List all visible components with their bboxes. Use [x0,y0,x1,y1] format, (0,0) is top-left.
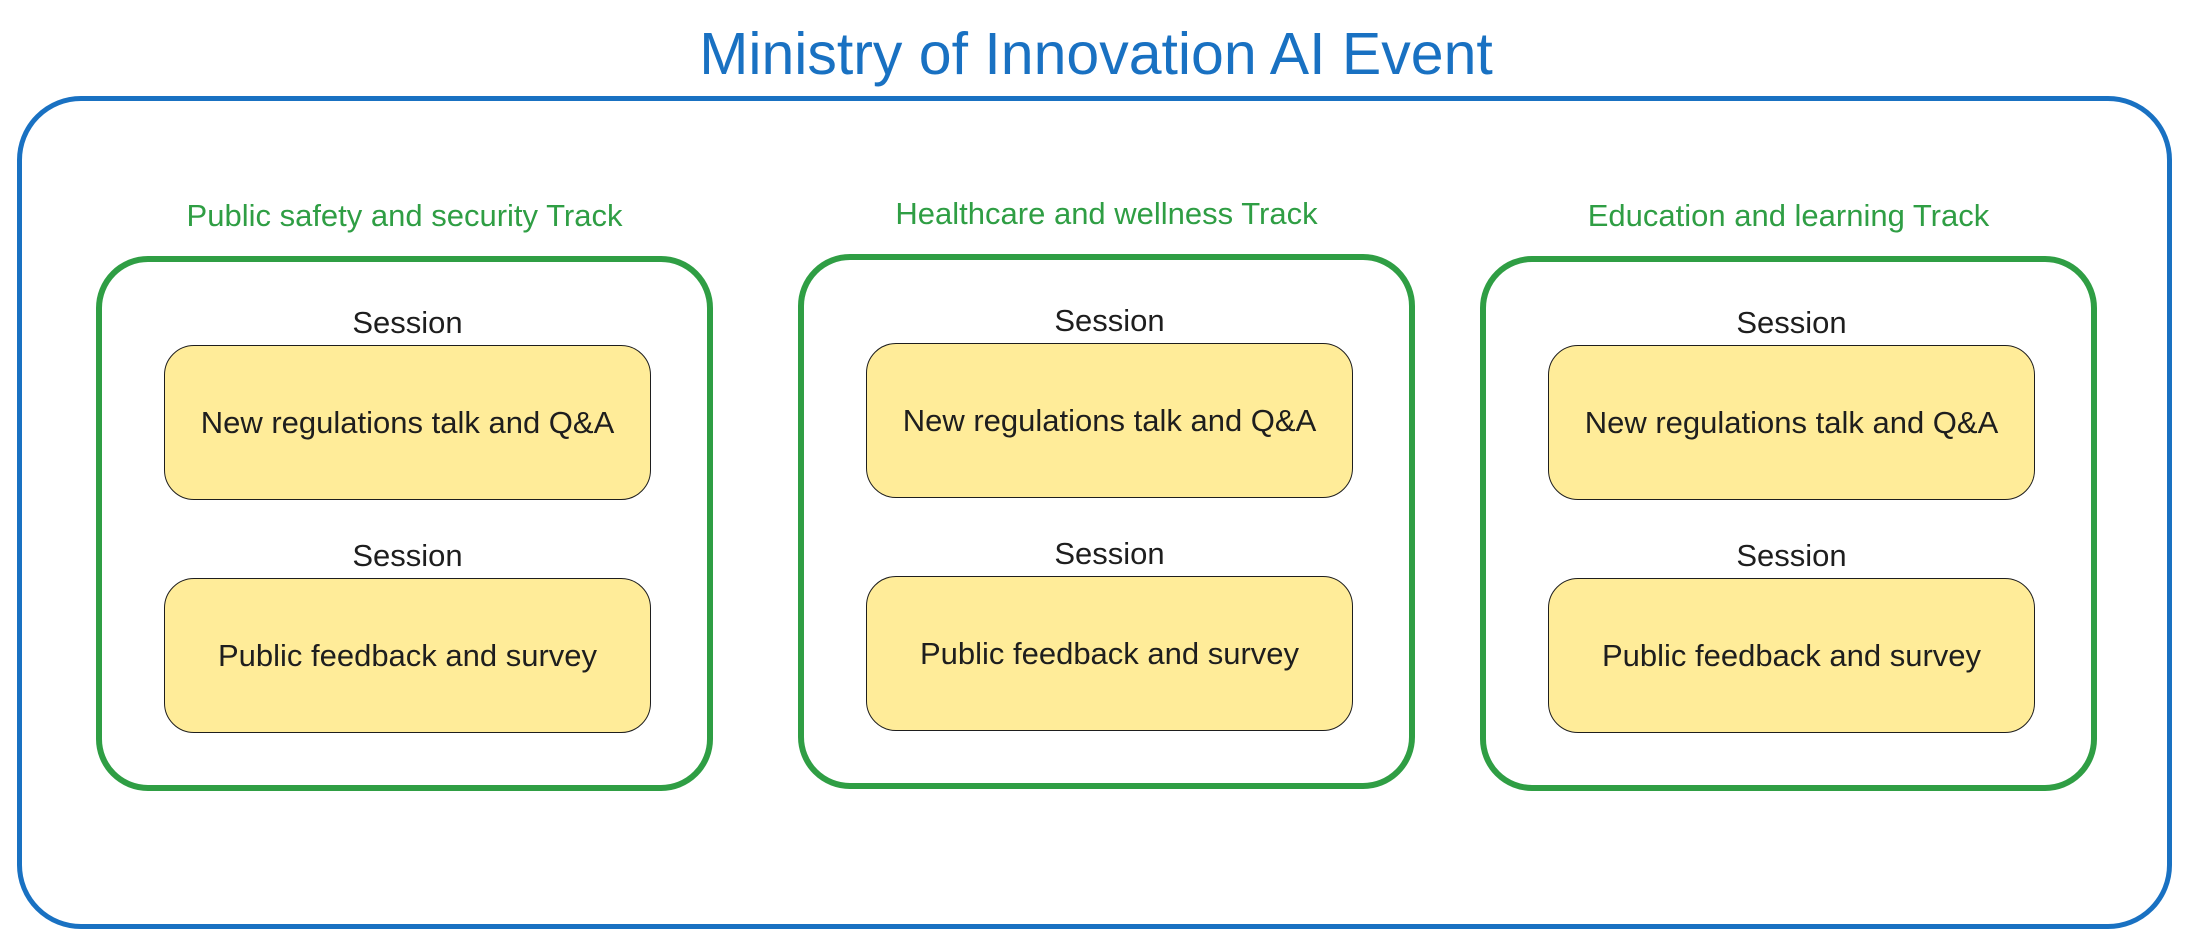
track-title: Public safety and security Track [186,198,623,233]
session-label: Session [352,305,463,340]
session-label: Session [1054,303,1165,338]
event-title: Ministry of Innovation AI Event [699,21,1493,87]
track-container: Session New regulations talk and Q&A Ses… [1480,256,2097,791]
session-box: New regulations talk and Q&A [866,343,1353,498]
session-label: Session [1736,538,1847,573]
session-label: Session [352,538,463,573]
session-box: New regulations talk and Q&A [1548,345,2035,500]
track-container: Session New regulations talk and Q&A Ses… [798,254,1415,789]
session-label: Session [1054,536,1165,571]
track-container: Session New regulations talk and Q&A Ses… [96,256,713,791]
session-box: Public feedback and survey [866,576,1353,731]
session-label: Session [1736,305,1847,340]
track-title: Healthcare and wellness Track [895,196,1318,231]
session-box: Public feedback and survey [1548,578,2035,733]
event-container [17,96,2172,929]
session-box: Public feedback and survey [164,578,651,733]
session-box: New regulations talk and Q&A [164,345,651,500]
track-title: Education and learning Track [1587,198,1990,233]
